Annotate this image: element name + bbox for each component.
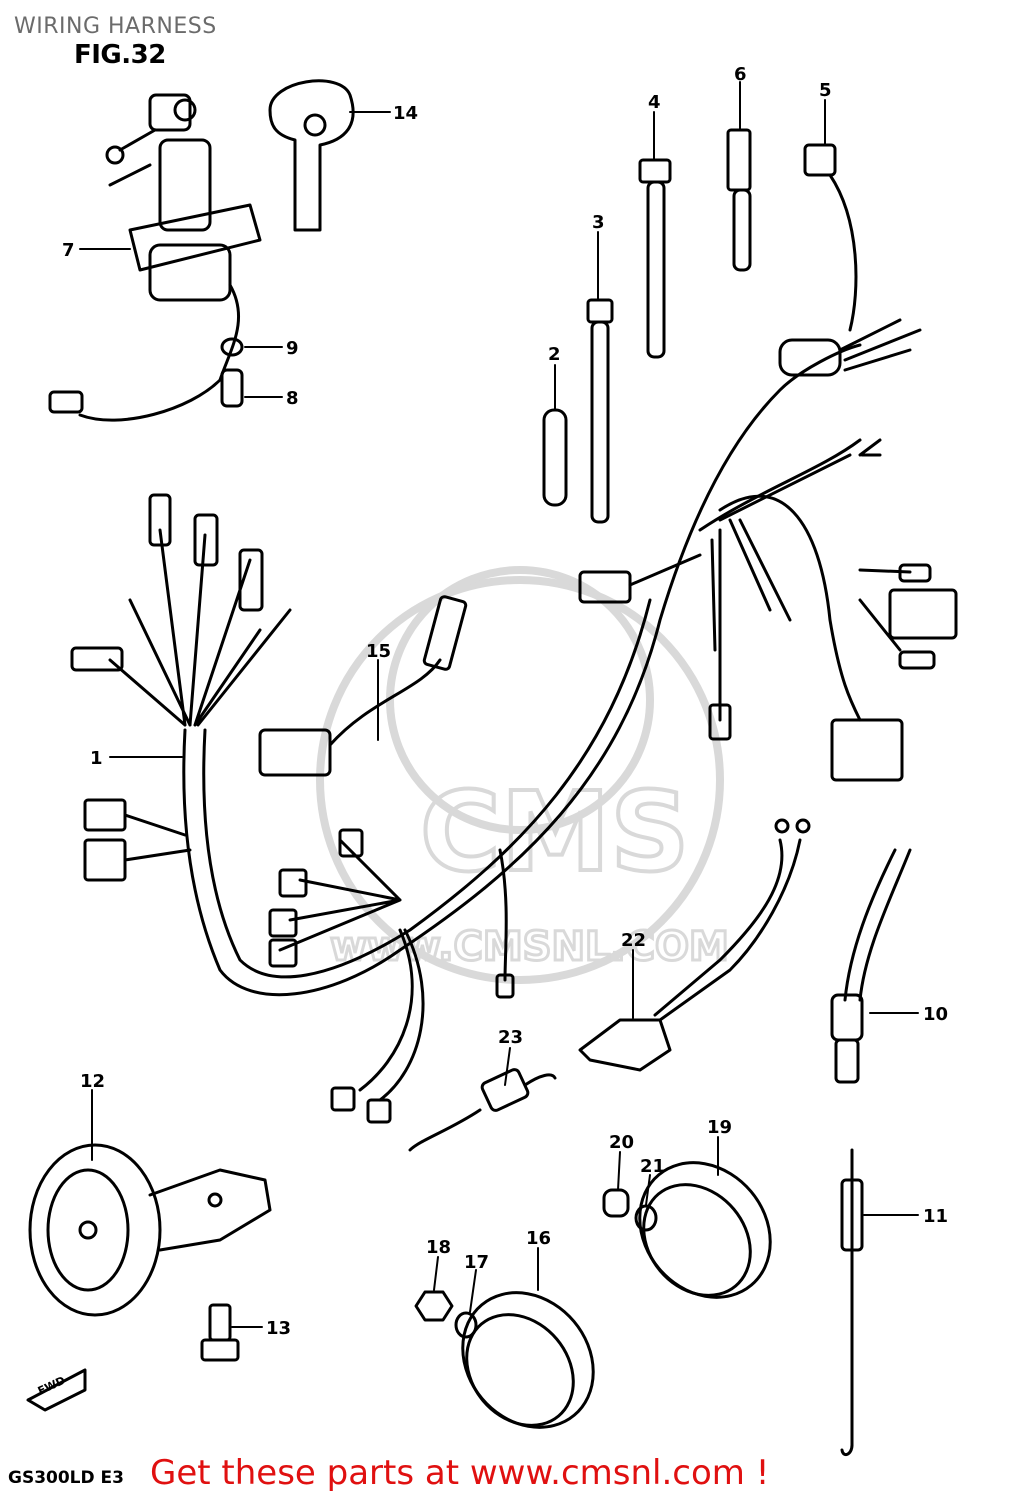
fwd-arrow [26,1368,87,1412]
callout-19: 19 [707,1117,732,1138]
part-13-bolt[interactable] [200,1303,240,1362]
callout-2: 2 [548,344,561,365]
callout-3: 3 [592,212,605,233]
callout-13: 13 [266,1318,291,1339]
part-7-ignition-switch[interactable] [48,93,262,422]
part-8-screw[interactable] [220,368,244,408]
part-16-reflector[interactable] [436,1266,620,1453]
part-19-reflector[interactable] [613,1136,797,1323]
part-9-grommet[interactable] [220,337,244,357]
callout-15: 15 [366,641,391,662]
callout-5: 5 [819,80,832,101]
callout-22: 22 [621,930,646,951]
callout-11: 11 [923,1206,948,1227]
cta-link[interactable]: Get these parts at www.cmsnl.com ! [150,1453,770,1493]
callout-18: 18 [426,1237,451,1258]
callout-8: 8 [286,388,299,409]
part-12-horn[interactable] [28,1143,272,1317]
callout-7: 7 [62,240,75,261]
part-20-collar[interactable] [602,1188,630,1218]
callout-21: 21 [640,1156,665,1177]
callout-6: 6 [734,64,747,85]
part-23-spring[interactable] [408,1068,557,1152]
callout-20: 20 [609,1132,634,1153]
part-3-cable-tie[interactable] [586,298,614,524]
part-17-washer[interactable] [454,1311,478,1339]
callout-12: 12 [80,1071,105,1092]
callout-10: 10 [923,1004,948,1025]
callout-9: 9 [286,338,299,359]
page-title: WIRING HARNESS [14,14,217,39]
part-10-switch-lead[interactable] [830,848,912,1084]
part-2-wire-clip[interactable] [542,408,568,507]
leader-lines [79,81,919,1328]
part-4-cable-tie[interactable] [638,158,672,359]
callout-16: 16 [526,1228,551,1249]
part-22-brake-switch[interactable] [578,818,811,1072]
callout-17: 17 [464,1252,489,1273]
figure-number: FIG.32 [74,40,166,70]
watermark-url-text: www.CMSNL.COM [330,924,729,970]
part-1-main-harness[interactable] [70,318,958,1124]
fwd-label: FWD [36,1374,68,1398]
part-11-spring[interactable] [840,1148,864,1457]
cms-watermark: CMS www.CMSNL.COM [316,566,730,984]
part-5-lead-wire[interactable] [803,143,858,332]
callout-4: 4 [648,92,661,113]
watermark-logo-text: CMS [420,768,689,896]
part-18-nut[interactable] [414,1290,454,1322]
callout-23: 23 [498,1027,523,1048]
part-14-key[interactable] [268,79,355,232]
callout-14: 14 [393,103,418,124]
part-15-sub-harness[interactable] [258,595,468,777]
callout-1: 1 [90,748,103,769]
part-6-clamp[interactable] [726,128,752,272]
model-code: GS300LD E3 [8,1468,124,1488]
